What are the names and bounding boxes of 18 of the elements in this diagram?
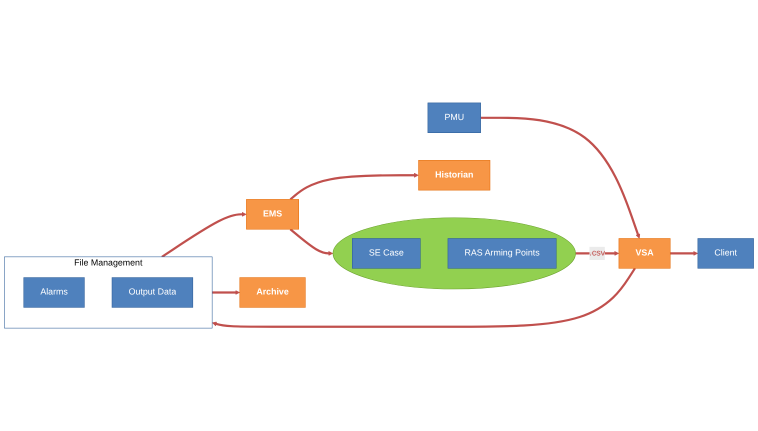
arrow [480,116,640,239]
node-box: Client [698,238,754,269]
node-box: Archive [240,277,306,308]
node-box: PMU [428,102,481,133]
arrow [290,172,419,200]
arrow [212,268,636,328]
node-box: Historian [418,160,490,190]
node-box: RAS Arming Points [448,238,556,269]
node-box: EMS [246,199,299,230]
arrow [161,212,247,258]
node-box: SE Case [352,238,421,269]
edge-label: .csv [589,248,606,258]
node-box: Alarms [23,277,85,308]
arrow [290,228,334,256]
arrow [212,290,240,295]
node-box: Output Data [112,277,194,308]
arrow [670,250,698,256]
node-box: VSA [618,238,670,269]
